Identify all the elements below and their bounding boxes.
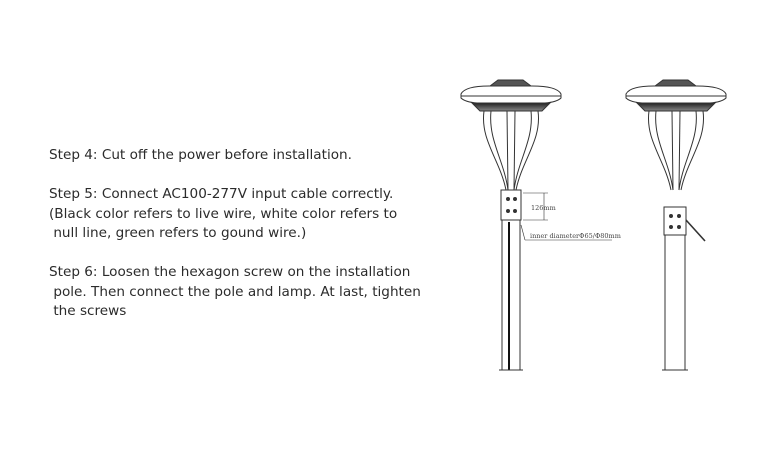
step-6-line-3: the screws	[49, 303, 127, 319]
step-5-line-1: Step 5: Connect AC100-277V input cable c…	[49, 186, 394, 202]
step-5-line-3: null line, green refers to gound wire.)	[49, 225, 307, 241]
lamp-left	[460, 79, 612, 371]
step-6-line-1: Step 6: Loosen the hexagon screw on the …	[49, 264, 411, 280]
installation-steps: Step 4: Cut off the power before install…	[49, 146, 479, 322]
step-5-line-2: (Black color refers to live wire, white …	[49, 205, 398, 222]
step-4-line-1: Step 4: Cut off the power before install…	[49, 147, 352, 163]
lamp-right	[625, 79, 727, 371]
height-dimension-label: 126mm	[531, 204, 556, 212]
step-6-line-2: pole. Then connect the pole and lamp. At…	[49, 283, 421, 300]
diameter-dimension-label: inner diameterΦ65/Φ80mm	[530, 232, 621, 240]
